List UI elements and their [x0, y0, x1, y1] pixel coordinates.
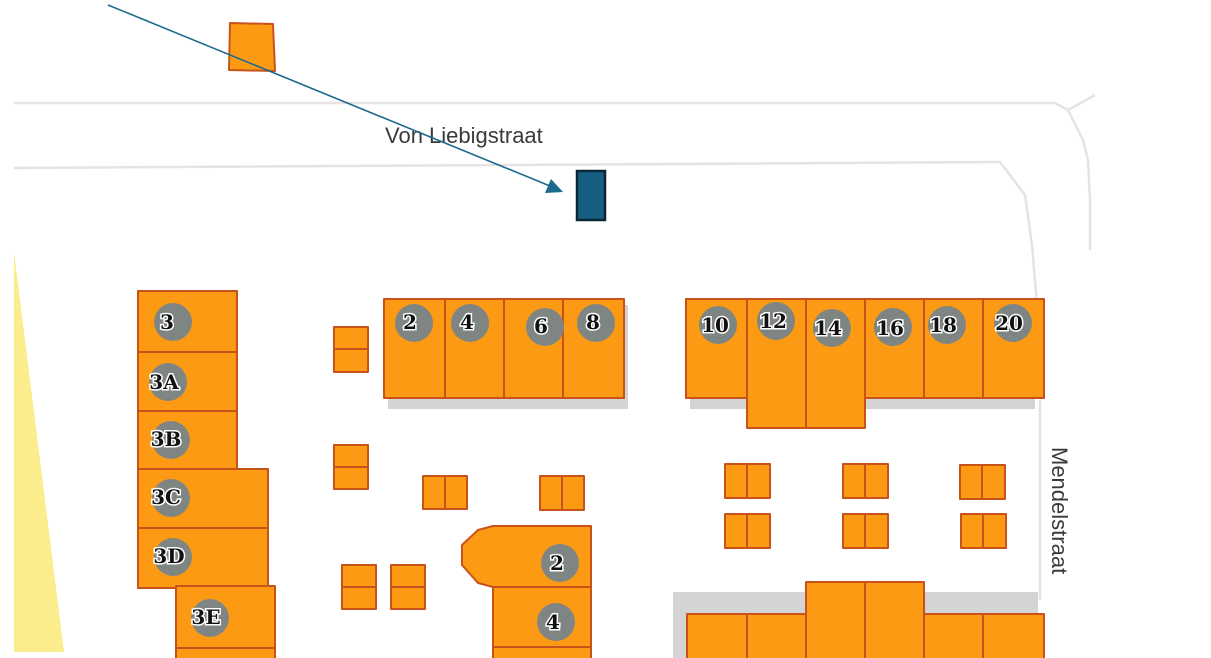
building[interactable]	[686, 613, 748, 658]
shed[interactable]	[724, 513, 771, 549]
shed[interactable]	[842, 463, 889, 499]
house-number-3e[interactable]: 3E	[190, 599, 229, 637]
house-number-label: 3D	[153, 544, 184, 568]
house-number-label: 8	[586, 310, 600, 334]
yellow-path	[14, 252, 64, 652]
sheds	[333, 326, 1007, 610]
house-number-3b[interactable]: 3B	[149, 421, 190, 459]
house-number-8[interactable]: 8	[577, 304, 615, 342]
house-number-4[interactable]: 4	[451, 304, 489, 342]
building[interactable]	[864, 581, 925, 658]
direction-arrow	[107, 4, 563, 193]
building[interactable]	[982, 613, 1045, 658]
house-number-14[interactable]: 14	[813, 309, 851, 347]
house-number-6[interactable]: 6	[526, 308, 564, 346]
house-number-label: 2	[550, 551, 564, 575]
building[interactable]	[805, 581, 866, 658]
house-number-label: 18	[929, 313, 957, 337]
house-number-label: 20	[995, 311, 1023, 335]
house-number-12[interactable]: 12	[757, 302, 795, 340]
house-number-2[interactable]: 2	[395, 304, 433, 342]
house-number-4-south[interactable]: 4	[537, 603, 575, 641]
house-number-label: 4	[546, 610, 560, 634]
shed[interactable]	[333, 444, 369, 490]
shed[interactable]	[724, 463, 771, 499]
shed[interactable]	[842, 513, 889, 549]
location-marker[interactable]	[575, 169, 607, 222]
building-group-south-middle	[461, 525, 592, 658]
house-number-10[interactable]: 10	[699, 306, 737, 344]
house-number-3c[interactable]: 3C	[150, 479, 190, 517]
house-number-label: 3E	[191, 605, 220, 629]
house-number-label: 3	[160, 310, 174, 334]
shed[interactable]	[539, 475, 585, 511]
house-number-3a[interactable]: 3A	[148, 363, 187, 401]
house-number-label: 2	[403, 310, 417, 334]
house-number-label: 4	[460, 310, 474, 334]
house-number-label: 3A	[149, 370, 179, 394]
shed[interactable]	[959, 464, 1006, 500]
house-number-20[interactable]: 20	[994, 304, 1032, 342]
house-number-18[interactable]: 18	[928, 306, 966, 344]
building[interactable]	[175, 647, 276, 658]
building[interactable]	[492, 646, 592, 658]
house-number-3[interactable]: 3	[154, 303, 192, 341]
road-von-liebigstraat	[13, 93, 1096, 600]
house-number-label: 14	[814, 316, 842, 340]
street-label-mendelstraat: Mendelstraat	[1047, 447, 1072, 574]
house-number-label: 12	[759, 309, 787, 333]
house-number-label: 3B	[151, 427, 182, 451]
house-number-label: 6	[534, 314, 548, 338]
shed[interactable]	[341, 564, 377, 610]
building[interactable]	[923, 613, 984, 658]
shed[interactable]	[333, 326, 369, 373]
building-group-south-east	[686, 581, 1045, 658]
shed[interactable]	[960, 513, 1007, 549]
house-number-label: 10	[701, 313, 729, 337]
arrow-head-icon	[545, 179, 563, 193]
shed[interactable]	[422, 475, 468, 510]
house-number-label: 3C	[151, 485, 181, 509]
house-number-badges: 3 3A 3B 3C 3D 3E 2 4 6 8 10 12 14 16 18 …	[148, 302, 1032, 641]
shed[interactable]	[390, 564, 426, 610]
house-number-label: 16	[876, 316, 904, 340]
street-label-von-liebigstraat: Von Liebigstraat	[385, 123, 543, 148]
house-number-16[interactable]: 16	[874, 308, 912, 346]
house-number-3d[interactable]: 3D	[152, 538, 192, 576]
building[interactable]	[746, 613, 807, 658]
house-number-2-south[interactable]: 2	[541, 544, 579, 582]
